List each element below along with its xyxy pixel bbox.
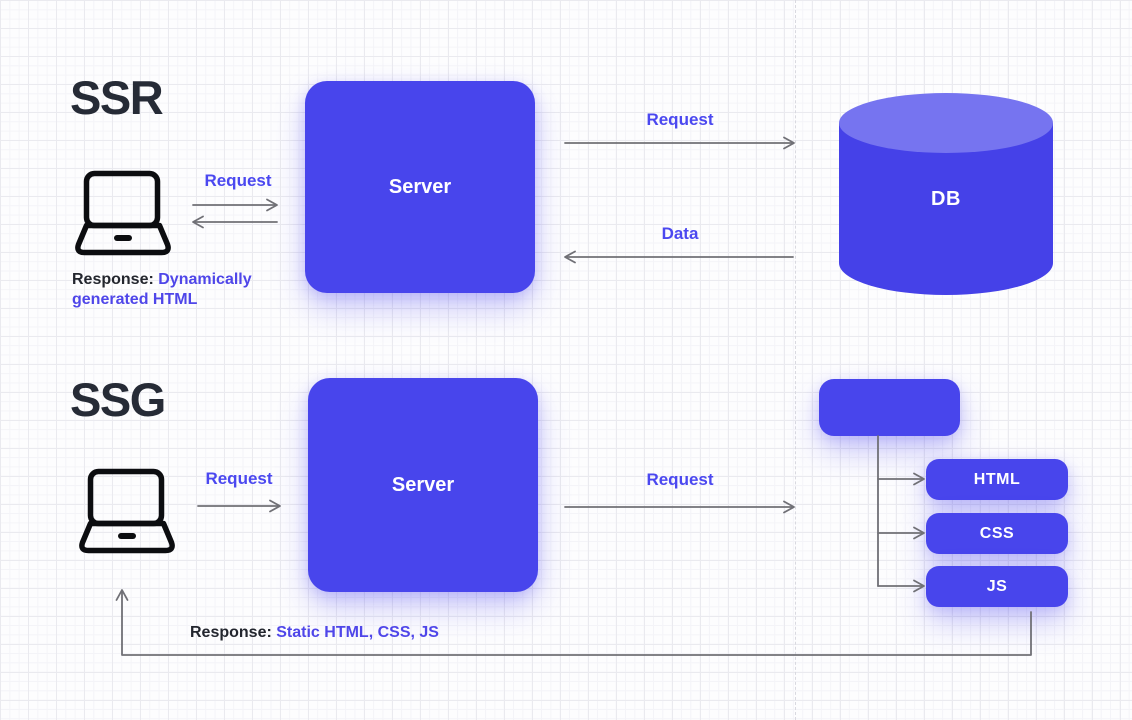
ssg-server-label: Server	[391, 473, 455, 496]
ssg-static-files-box	[819, 379, 960, 436]
ssr-server-label: Server	[388, 175, 452, 198]
ssg-branch-js-arrow	[877, 579, 925, 593]
ssg-output-html-box: HTML	[926, 459, 1068, 500]
ssg-response-prefix: Response:	[190, 624, 277, 641]
ssg-branch-css-arrow	[877, 526, 925, 540]
ssg-client-request-label: Request	[205, 469, 273, 488]
ssr-response-value: Dynamically generated HTML	[72, 271, 252, 308]
ssr-response-prefix: Response:	[72, 271, 159, 288]
ssr-request-arrow	[564, 136, 795, 150]
laptop-icon	[75, 170, 171, 256]
ssr-client-to-server-arrow	[192, 198, 278, 212]
ssr-response-note: Response: Dynamically generated HTML	[72, 270, 267, 310]
db-label: DB	[931, 188, 961, 210]
ssr-db-request-label: Request	[646, 110, 714, 129]
ssg-client-to-server-arrow	[197, 499, 281, 513]
ssg-title: SSG	[70, 373, 166, 426]
ssg-output-js-box: JS	[926, 566, 1068, 607]
ssg-output-html-label: HTML	[973, 470, 1021, 488]
ssg-output-css-label: CSS	[979, 524, 1015, 542]
ssg-branch-html-arrow	[877, 472, 925, 486]
ssr-data-arrow	[564, 250, 794, 264]
ssr-db-data-label: Data	[661, 224, 699, 243]
ssr-client-request-label: Request	[204, 171, 272, 190]
ssr-server-to-client-arrow	[192, 215, 278, 229]
database-cylinder-icon	[839, 93, 1053, 295]
ssg-build-request-label: Request	[646, 470, 714, 489]
ssg-server-box: Server	[308, 378, 538, 592]
dashed-guide-line	[795, 0, 796, 720]
ssr-title: SSR	[70, 71, 164, 124]
ssr-server-box: Server	[305, 81, 535, 293]
trackpad-notch	[114, 235, 132, 241]
ssg-output-js-label: JS	[986, 577, 1008, 595]
ssg-request-arrow	[564, 500, 795, 514]
ssg-response-note: Response: Static HTML, CSS, JS	[190, 623, 439, 643]
laptop-icon	[79, 468, 175, 554]
ssg-output-css-box: CSS	[926, 513, 1068, 554]
ssg-response-value: Static HTML, CSS, JS	[276, 624, 439, 641]
trackpad-notch	[118, 533, 136, 539]
